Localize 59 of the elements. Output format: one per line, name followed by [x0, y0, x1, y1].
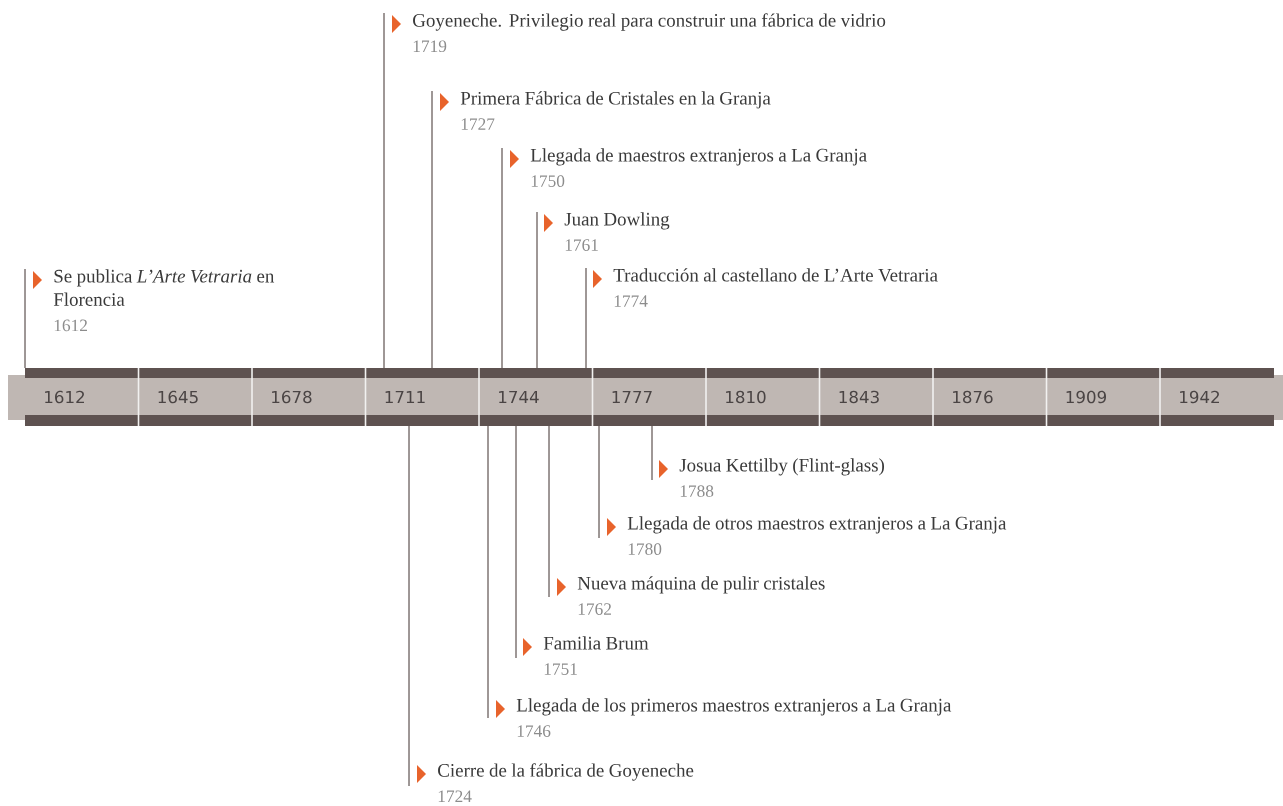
leader-line: [408, 425, 410, 787]
axis-year-label: 1645: [158, 390, 198, 404]
node-label: Se publica L’Arte Vetraria en Florencia: [53, 269, 275, 306]
node-label: 1612: [54, 319, 87, 332]
axis-year-label: 1777: [612, 390, 652, 404]
timeline-event: Juan Dowling 1761: [544, 212, 670, 251]
leader-line: [585, 267, 587, 369]
node-label: Goyeneche. Privilegio real para construir una fábrica de vidrio: [413, 13, 886, 31]
timeline-event: Llegada de otros maestros extranjeros a La Granja 1780: [607, 516, 1007, 555]
timeline-event: Josua Kettilby (Flint-glass) 1788: [659, 458, 884, 497]
timeline-event: Familia Brum 1751: [523, 636, 649, 675]
axis-year-label: 1711: [385, 390, 425, 404]
node-label: Josua Kettilby (Flint-glass): [679, 458, 885, 476]
node-label: 1774: [614, 295, 648, 307]
node-label: 1750: [531, 175, 565, 187]
axis-year-label: 1744: [499, 390, 539, 404]
leader-line: [548, 425, 550, 598]
node-label: Cierre de la fábrica de Goyeneche: [438, 763, 694, 781]
node-label: 1719: [413, 40, 447, 53]
node-label: 1761: [565, 239, 598, 251]
timeline-event: Se publica L’Arte Vetraria en Florencia 1612: [33, 269, 275, 332]
timeline-event: Primera Fábrica de Cristales en la Granja 1727: [440, 91, 771, 130]
leader-line: [383, 12, 385, 369]
node-label: 1727: [461, 118, 495, 130]
axis-year-label: 1678: [272, 390, 312, 404]
leader-line: [515, 425, 517, 659]
timeline-event: Nueva máquina de pulir cristales 1762: [557, 576, 825, 615]
node-label: 1788: [680, 485, 714, 497]
node-label: Nueva máquina de pulir cristales: [577, 576, 825, 594]
axis-year-label: 1909: [1066, 390, 1106, 404]
timeline-event: Goyeneche. Privilegio real para construir una fábrica de vidrio 1719: [392, 13, 886, 53]
node-label: Familia Brum: [543, 636, 649, 650]
leader-line: [536, 211, 538, 369]
leader-line: [487, 425, 489, 719]
timeline-event: Cierre de la fábrica de Goyeneche 1724: [417, 763, 694, 802]
timeline-event: Llegada de los primeros maestros extranjeros a La Granja 1746: [496, 698, 952, 737]
leader-line: [651, 425, 653, 481]
timeline-event: Traducción al castellano de L’Arte Vetraria 1774: [593, 268, 938, 307]
node-label: Primera Fábrica de Cristales en la Granja: [460, 91, 771, 109]
node-label: Juan Dowling: [564, 212, 670, 230]
axis-year-label: 1810: [726, 390, 766, 404]
axis-year-label: 1612: [45, 390, 84, 404]
node-label: 1762: [578, 603, 611, 615]
leader-line: [431, 90, 433, 369]
node-label: 1746: [517, 725, 551, 737]
node-label: 1751: [544, 663, 577, 675]
node-label: Llegada de otros maestros extranjeros a La Granja: [627, 516, 1007, 534]
timeline-event: Llegada de maestros extranjeros a La Granja 1750: [510, 148, 867, 187]
leader-line: [598, 425, 600, 539]
leader-line: [24, 268, 26, 369]
axis-year-label: 1876: [953, 390, 993, 404]
node-label: 1724: [438, 790, 472, 802]
node-label: Traducción al castellano de L’Arte Vetraria: [613, 268, 938, 282]
leader-line: [501, 147, 503, 369]
axis-year-label: 1843: [839, 390, 879, 404]
node-label: Llegada de maestros extranjeros a La Granja: [530, 148, 867, 166]
axis-year-label: 1942: [1180, 390, 1219, 404]
node-label: 1780: [628, 543, 662, 555]
node-label: Llegada de los primeros maestros extranjeros a La Granja: [516, 698, 952, 716]
